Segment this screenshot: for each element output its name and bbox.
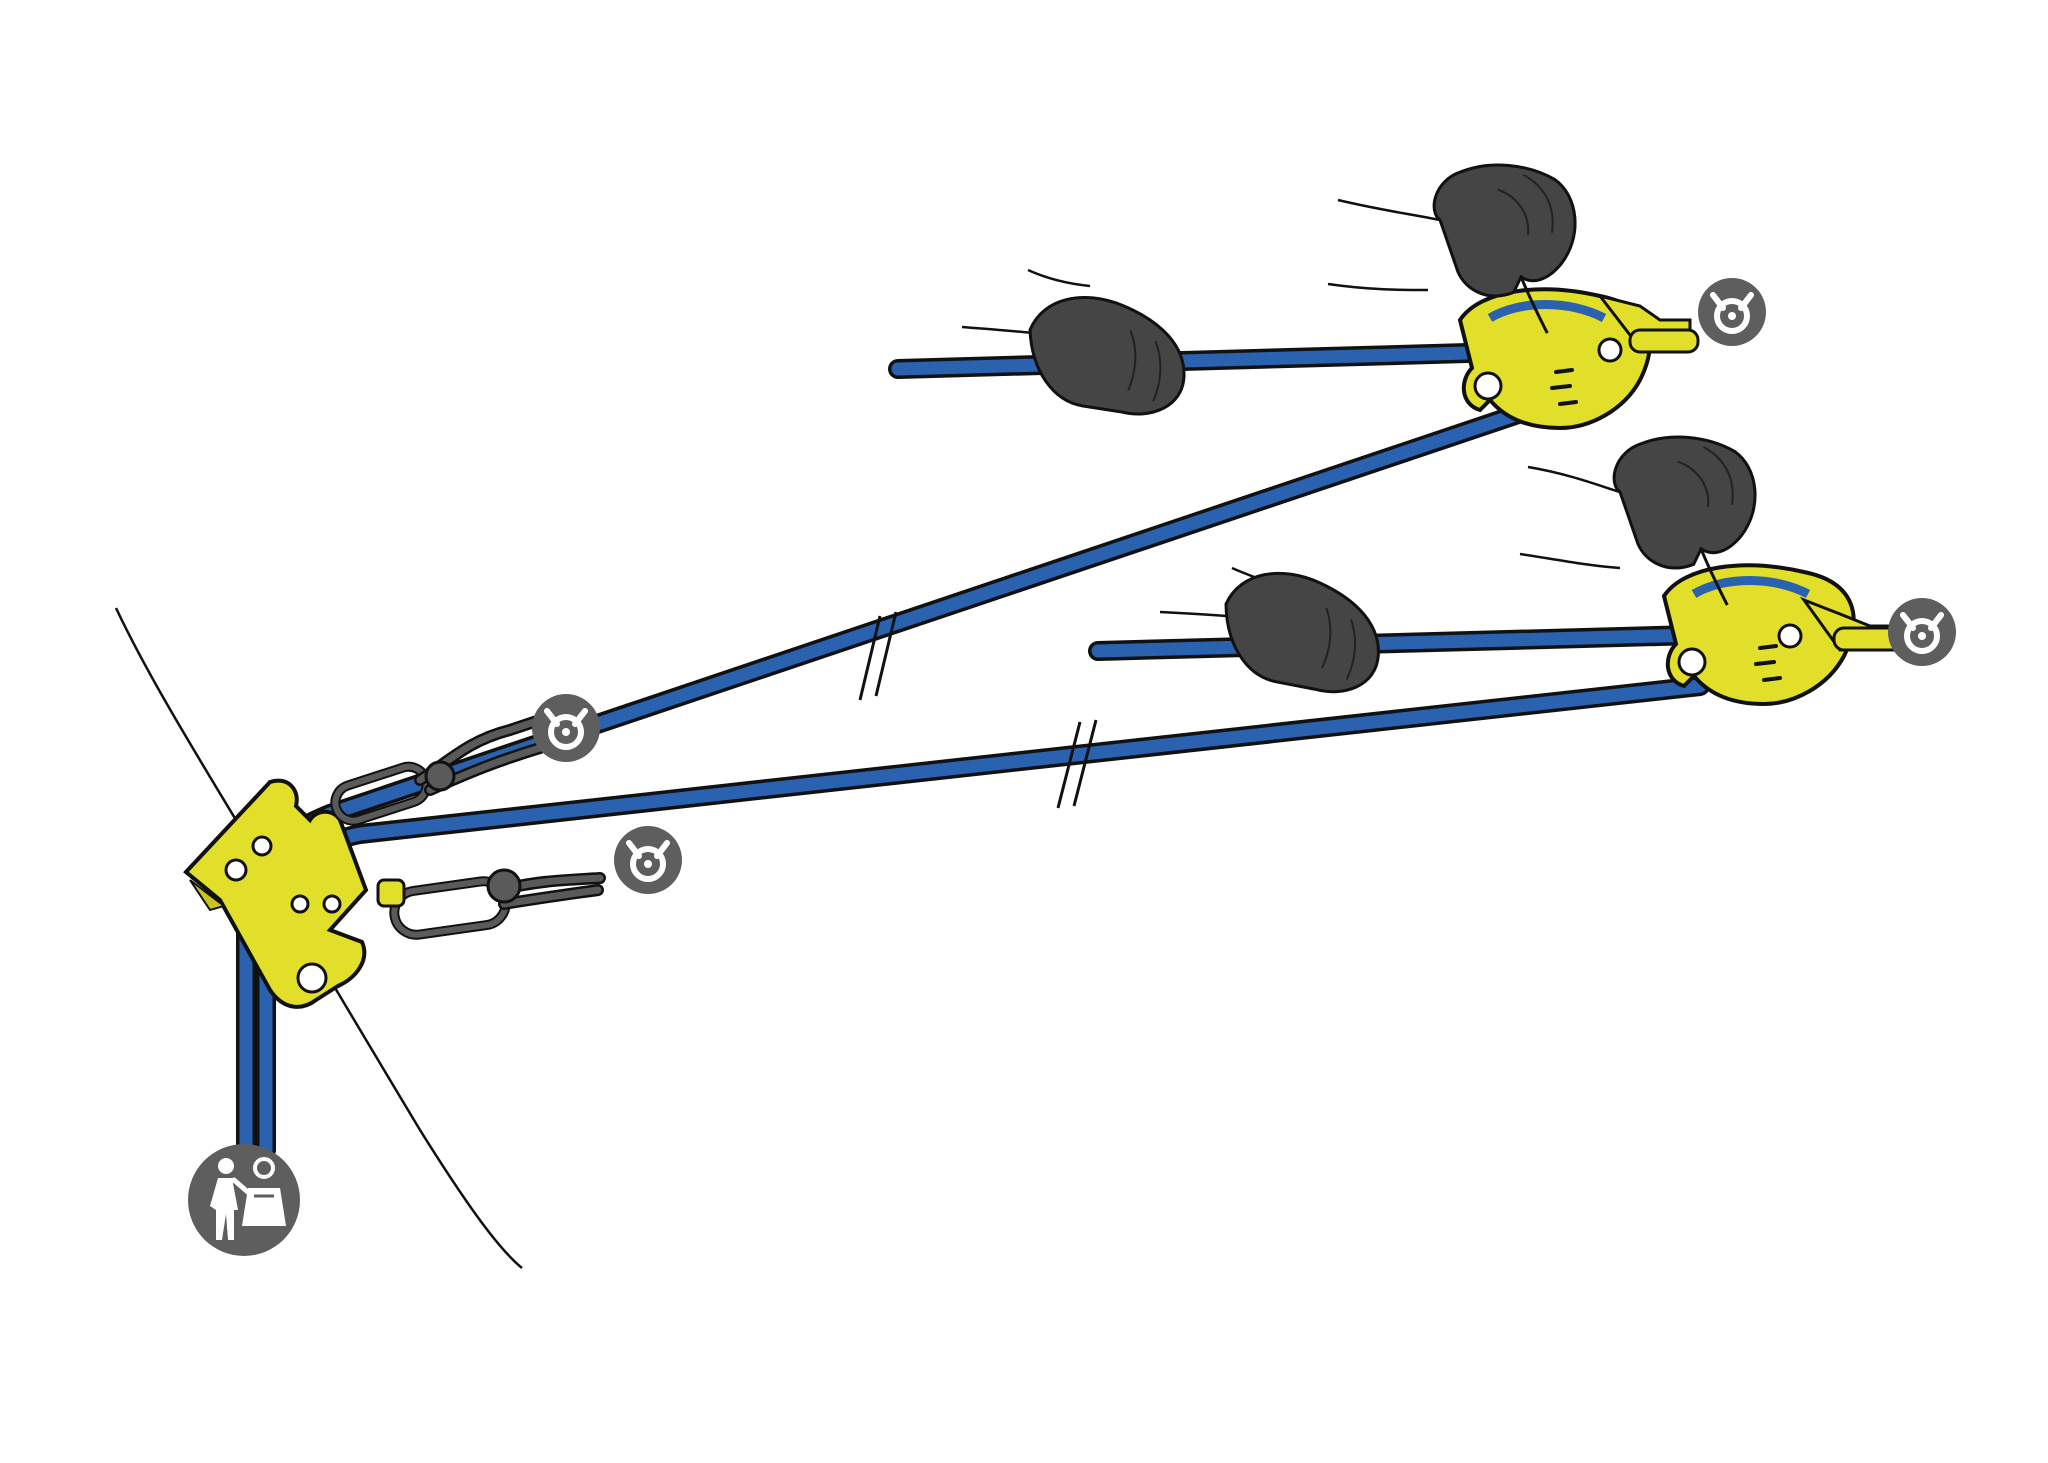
rope-break-marks bbox=[858, 611, 1098, 809]
lower-anchor-sling bbox=[376, 868, 606, 940]
upper-anchor-sling bbox=[330, 714, 546, 826]
anchor-point-icon bbox=[532, 694, 600, 762]
rescuer-and-load-icon bbox=[188, 1144, 300, 1256]
anchor-plate bbox=[183, 778, 369, 1009]
anchor-point-icon bbox=[1888, 598, 1956, 666]
anchor-point-icon bbox=[1698, 278, 1766, 346]
upper-descender-device bbox=[1457, 287, 1700, 431]
glove-upper-right bbox=[1432, 163, 1577, 334]
lower-rope-tail bbox=[1091, 626, 1777, 658]
lower-descender-device bbox=[1661, 563, 1904, 707]
glove-upper-left bbox=[1028, 296, 1186, 416]
glove-lower-right bbox=[1612, 435, 1757, 606]
glove-lower-left bbox=[1224, 571, 1380, 694]
anchor-point-icon bbox=[614, 826, 682, 894]
